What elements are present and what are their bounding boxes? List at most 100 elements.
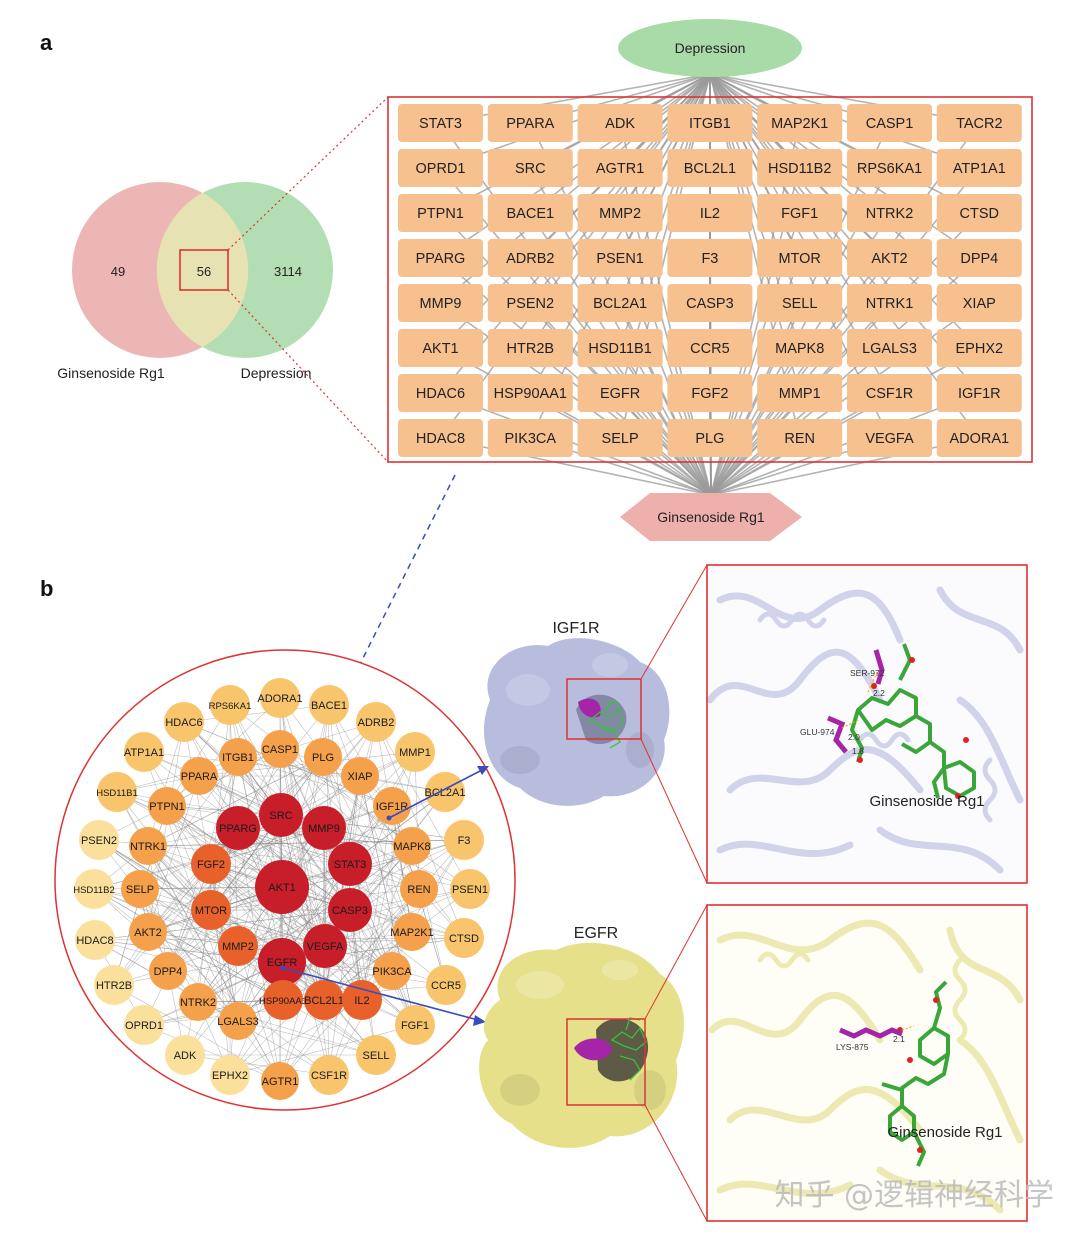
ppi-node-label: IGF1R	[376, 801, 408, 813]
egfr-detail-panel: LYS-875 2.1 Ginsenoside Rg1	[707, 905, 1027, 1221]
ppi-node	[219, 738, 257, 776]
ppi-node	[149, 952, 187, 990]
gene-node-label: MAP2K1	[771, 116, 828, 132]
ppi-edge	[183, 704, 330, 723]
ppi-edge	[93, 888, 239, 947]
edge-to-ginsenoside	[710, 392, 980, 496]
edge-to-depression	[709, 73, 980, 124]
ppi-node	[261, 1062, 299, 1100]
ppi-node	[444, 820, 484, 860]
ppi-node-label: REN	[407, 884, 430, 896]
gene-node-label: NTRK2	[866, 206, 914, 222]
egfr-title: EGFR	[574, 925, 618, 942]
igf1r-ligand-label: Ginsenoside Rg1	[869, 793, 984, 810]
ppi-node-label: CASP3	[332, 905, 368, 917]
edge-to-depression	[439, 73, 711, 349]
ppi-edge	[328, 704, 413, 933]
ppi-node-label: MAP2K1	[390, 927, 433, 939]
gene-node	[847, 104, 932, 142]
gene-node-label: HDAC6	[416, 386, 465, 402]
ppi-edge	[116, 791, 283, 888]
gene-node	[936, 149, 1022, 187]
gene-node	[936, 284, 1022, 322]
ppi-node	[179, 983, 217, 1021]
gene-node	[487, 194, 573, 232]
gene-node-label: HDAC8	[416, 431, 465, 447]
gene-node	[936, 104, 1022, 142]
ppi-node-label: HSD11B2	[73, 885, 115, 896]
gene-node	[577, 284, 663, 322]
ppi-edge	[210, 863, 393, 972]
ppi-edge	[147, 845, 351, 911]
gene-node-label: PIK3CA	[505, 431, 557, 447]
ppi-node-label: HDAC6	[165, 717, 202, 729]
ppi-node	[97, 772, 137, 812]
ppi-node-label: NTRK1	[130, 841, 166, 853]
gene-grid-frame	[387, 96, 1033, 463]
ppi-node-label: CSF1R	[311, 1070, 347, 1082]
gene-node	[398, 329, 483, 367]
edge-to-depression	[709, 73, 980, 439]
ppi-edge	[237, 827, 413, 933]
gene-node-label: HSD11B2	[768, 161, 831, 177]
ppi-edge	[229, 704, 283, 888]
gene-node-label: IGF1R	[958, 386, 1001, 402]
gene-node	[577, 149, 663, 187]
ppi-edge	[279, 697, 325, 829]
gene-node-label: XIAP	[963, 296, 996, 312]
gene-node-label: RPS6KA1	[857, 161, 922, 177]
ppi-edge	[167, 827, 325, 972]
gene-node-label: HTR2B	[507, 341, 555, 357]
gene-node	[757, 329, 843, 367]
ppi-node	[304, 980, 344, 1020]
edge-to-ginsenoside	[440, 302, 712, 496]
gene-node-label: SELL	[782, 296, 817, 312]
ppi-node-label: HSD11B1	[96, 788, 138, 799]
ppi-node-label: PPARA	[181, 771, 218, 783]
gene-node-label: PPARG	[416, 251, 466, 267]
gene-node	[847, 329, 932, 367]
gene-node-label: EGFR	[600, 386, 640, 402]
ppi-node	[258, 938, 306, 986]
edge-to-depression	[439, 73, 711, 439]
ppi-node-label: MMP1	[399, 747, 431, 759]
ppi-node	[255, 860, 309, 914]
ppi-edge	[143, 1024, 281, 1082]
ppi-edge	[375, 721, 471, 890]
gene-node-label: DPP4	[960, 251, 998, 267]
ginsenoside-node-label: Ginsenoside Rg1	[657, 509, 765, 525]
ppi-node	[218, 926, 258, 966]
ppi-edge	[147, 756, 324, 847]
edge-to-ginsenoside	[710, 302, 980, 496]
gene-node	[757, 419, 843, 457]
edge-to-ginsenoside	[710, 167, 980, 496]
edge-to-ginsenoside	[440, 392, 712, 496]
ppi-node	[259, 793, 303, 837]
gene-node-label: HSP90AA1	[494, 386, 567, 402]
ppi-edge	[324, 845, 413, 947]
gene-node-label: PSEN1	[596, 251, 644, 267]
ppi-node	[328, 842, 372, 886]
watermark-text: 知乎 @逻辑神经科学	[774, 1178, 1054, 1213]
gene-node-label: AGTR1	[596, 161, 644, 177]
ppi-node	[79, 820, 119, 860]
gene-node	[667, 419, 753, 457]
igf1r-surface	[483, 638, 670, 806]
ppi-node	[393, 913, 431, 951]
gene-node-label: ADK	[605, 116, 635, 132]
ppi-node-label: LGALS3	[217, 1016, 259, 1028]
ppi-edge	[147, 845, 169, 972]
ppi-edge	[279, 748, 420, 890]
ppi-node	[191, 890, 231, 930]
gene-node	[487, 329, 573, 367]
venn-overlap	[156, 192, 249, 348]
igf1r-detail-frame	[706, 564, 1028, 884]
gene-node	[667, 239, 753, 277]
ppi-node-label: FGF1	[401, 1020, 429, 1032]
ppi-node	[356, 702, 396, 742]
ppi-edge	[280, 814, 325, 1001]
gene-node	[577, 104, 663, 142]
ppi-node	[342, 980, 382, 1020]
ppi-node-label: PSEN2	[81, 835, 117, 847]
ppi-node-label: STAT3	[334, 859, 367, 871]
